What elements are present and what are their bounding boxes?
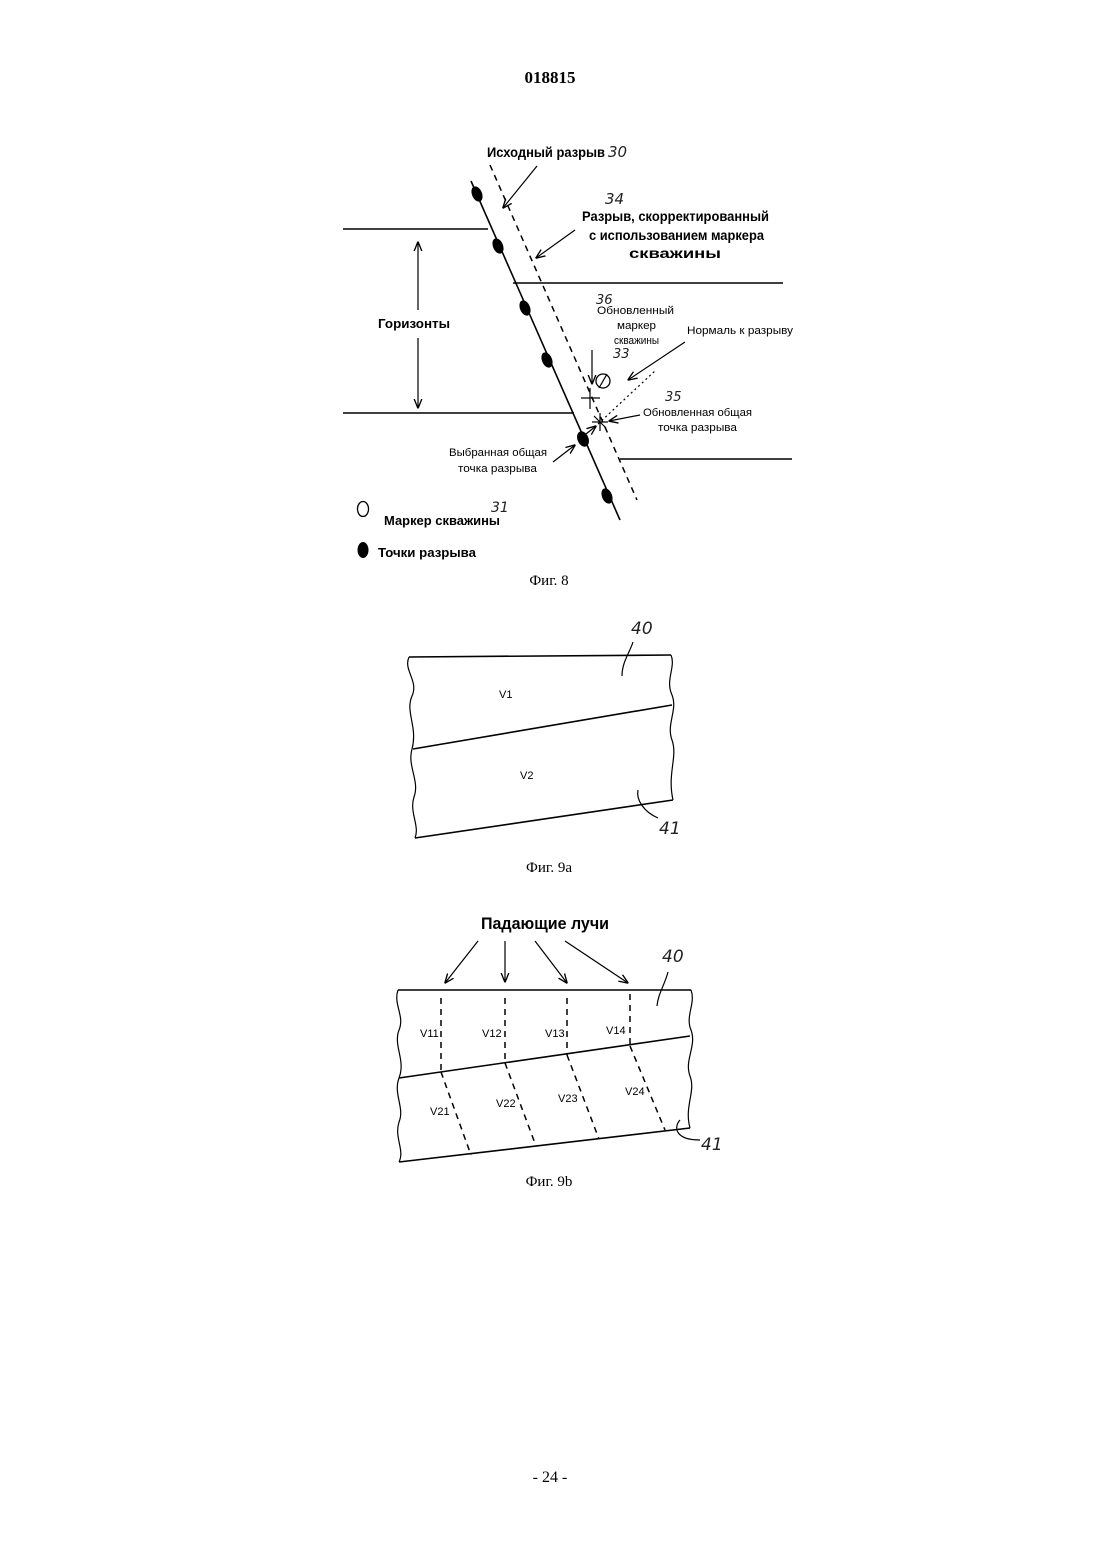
updated-point-pointer (609, 415, 640, 421)
fig9a-left-edge (408, 657, 417, 838)
fig9a-top-boundary (409, 655, 671, 657)
fig9b-cell-v22: V22 (496, 1098, 516, 1110)
incident-ray-arrow (535, 941, 567, 983)
fig9a-bottom-ref: 41 (659, 819, 681, 839)
corrected-fault-ref: 34 (605, 190, 624, 208)
shift-arrow (586, 426, 596, 434)
selected-point-label-line2: точка разрыва (458, 463, 538, 475)
updated-point-label-line2: точка разрыва (658, 422, 738, 434)
corrected-fault-label-line1: Разрыв, скорректированный (582, 208, 769, 224)
figure-9a-caption: Фиг. 9a (526, 860, 572, 876)
updated-well-marker-cross (581, 388, 600, 409)
fig9b-cell-v13: V13 (545, 1028, 565, 1040)
fig9a-bottom-boundary (415, 800, 673, 838)
well-marker-slash (599, 374, 607, 388)
fig9a-top-ref: 40 (631, 619, 653, 639)
fig9b-cell-v23: V23 (558, 1093, 578, 1105)
selected-point-pointer (553, 445, 575, 462)
fig9b-cell-v21: V21 (430, 1106, 450, 1118)
fig9b-right-edge (688, 990, 692, 1128)
open-circle-icon (358, 502, 369, 517)
fig9a-layer-v2: V2 (520, 770, 533, 782)
corrected-fault-label-line3: скважины (629, 245, 721, 261)
updated-marker-label-line1: Обновленный (597, 305, 674, 317)
fig9a-layer-v1: V1 (499, 689, 512, 701)
horizons-label: Горизонты (378, 316, 450, 331)
updated-common-fault-point-star (592, 413, 608, 431)
normal-pointer (628, 342, 685, 380)
figure-8-caption: Фиг. 8 (529, 573, 568, 589)
fig9b-left-edge (397, 990, 401, 1162)
fault-point (469, 185, 484, 204)
fig9b-cell-v24: V24 (625, 1086, 645, 1098)
page-number: - 24 - (533, 1469, 568, 1486)
corrected-fault-label-line2: с использованием маркера (589, 227, 764, 243)
fig9b-cell-v14: V14 (606, 1025, 626, 1037)
corrected-fault-pointer (536, 230, 575, 258)
document-number: 018815 (525, 68, 576, 87)
incident-ray-arrow (445, 941, 478, 983)
fig9b-cell-v11: V11 (420, 1028, 439, 1040)
fig9b-cell-v12: V12 (482, 1028, 502, 1040)
legend: Маркер скважины Точки разрыва (358, 502, 501, 561)
fig9b-interface (399, 1036, 690, 1078)
fig9a-right-edge (670, 655, 674, 800)
legend-well-marker-label: Маркер скважины (384, 513, 500, 528)
figure-9b: Падающие лучи 40 V11 V12 V13 V14 V21 V22… (397, 914, 723, 1190)
original-fault-label: Исходный разрыв (487, 144, 605, 160)
well-marker-ref: 33 (613, 347, 630, 362)
incident-ray-arrow (565, 941, 628, 983)
fig9b-bottom-boundary (399, 1128, 690, 1162)
legend-fault-points-label: Точки разрыва (378, 545, 477, 560)
updated-marker-label-line2: маркер (617, 320, 656, 332)
fig9a-interface (413, 705, 672, 749)
filled-circle-icon (358, 542, 369, 558)
selected-point-label-line1: Выбранная общая (449, 447, 547, 459)
original-fault-pointer (503, 166, 537, 208)
figure-9a: 40 V1 V2 41 Фиг. 9a (408, 619, 681, 876)
updated-point-ref: 35 (665, 390, 682, 405)
fig9b-title: Падающие лучи (481, 914, 609, 933)
updated-point-label-line1: Обновленная общая (643, 407, 752, 419)
fig9a-top-ref-leader (622, 642, 633, 676)
original-fault-ref: 30 (608, 143, 627, 161)
updated-marker-label-line3: скважины (614, 335, 659, 347)
figure-9b-caption: Фиг. 9b (526, 1174, 573, 1190)
figure-8: Горизонты Исходный разрыв 30 34 Разрыв, … (343, 143, 794, 589)
fig9b-bottom-ref: 41 (701, 1135, 723, 1155)
normal-label: Нормаль к разрыву (687, 325, 794, 337)
fig9b-top-ref: 40 (662, 947, 684, 967)
fig9b-top-ref-leader (657, 972, 668, 1006)
fault-point (490, 237, 505, 256)
